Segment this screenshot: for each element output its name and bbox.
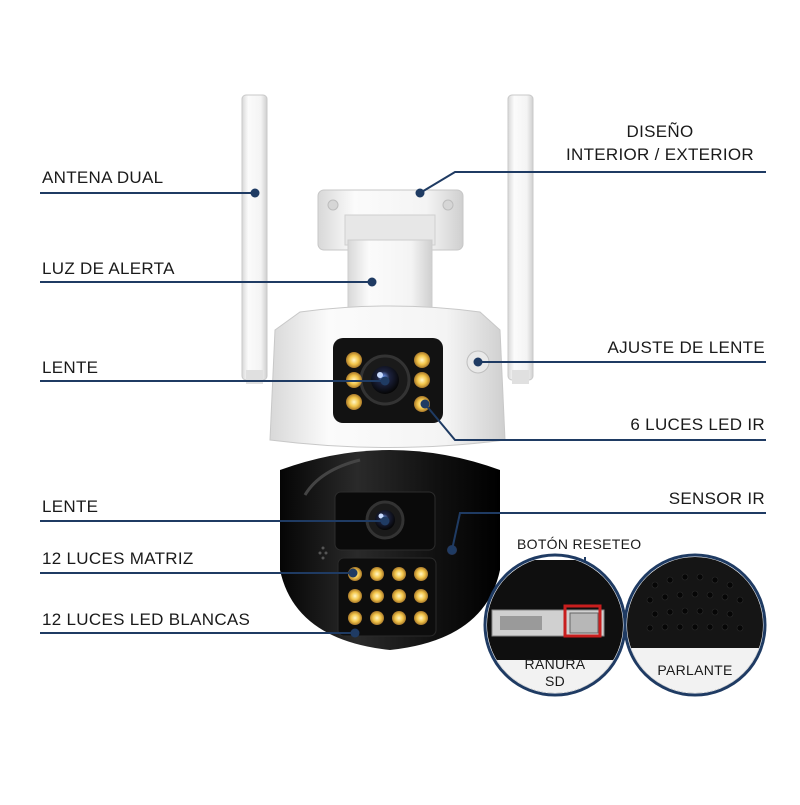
label-luces-matriz: 12 LUCES MATRIZ [42,549,194,568]
label-antena-dual: ANTENA DUAL [42,168,164,187]
speaker-callout [623,553,767,697]
label-ranura-line2: SD [544,673,566,689]
reset-highlight-box [563,604,602,638]
label-lente-bottom: LENTE [42,497,99,516]
label-ajuste-lente: AJUSTE DE LENTE [607,338,765,357]
antenna-right [507,94,534,384]
label-ranura-line1: RANURA [524,656,586,672]
label-sensor-ir: SENSOR IR [668,489,765,508]
lower-dome [280,450,500,650]
label-boton-reseteo: BOTÓN RESETEO [517,536,642,552]
leader-dots [250,188,483,638]
label-luces-blancas: 12 LUCES LED BLANCAS [42,610,251,629]
mic-holes [318,546,328,560]
label-lente-top: LENTE [42,358,99,377]
antenna-left [241,94,268,384]
label-luces-ir: 6 LUCES LED IR [630,415,765,434]
label-diseno-line1: DISEÑO [626,122,694,141]
sd-slot-callout [483,553,627,697]
wall-mount [317,189,464,313]
label-parlante: PARLANTE [657,662,733,678]
leader-lines [40,171,766,634]
upper-housing [269,305,506,448]
label-luz-de-alerta: LUZ DE ALERTA [42,259,175,278]
label-diseno-line2: INTERIOR / EXTERIOR [566,145,754,164]
